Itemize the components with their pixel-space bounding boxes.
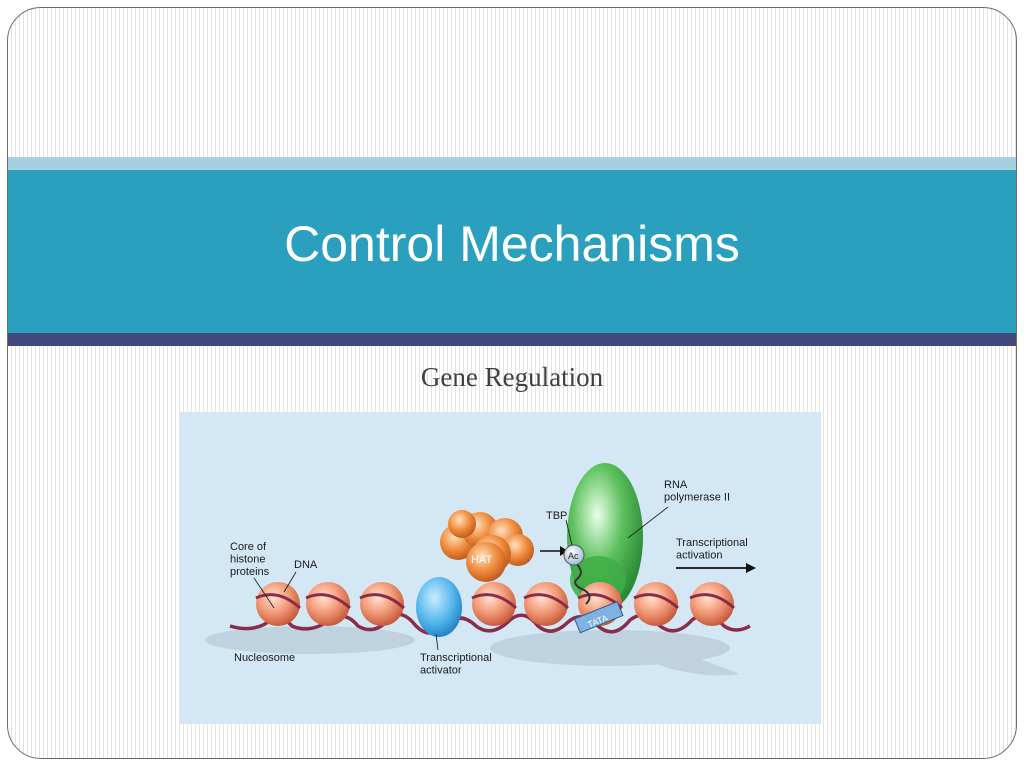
activation-arrowhead [746, 563, 756, 573]
title-band [8, 170, 1016, 333]
ac-marker [563, 544, 585, 566]
slide-subtitle: Gene Regulation [420, 362, 604, 392]
nucleosome [523, 582, 570, 626]
nucleosomes [255, 582, 736, 626]
histone-tail [574, 561, 591, 605]
rna-polymerase-label: RNA polymerase II [664, 479, 730, 504]
leader-lines [253, 506, 669, 651]
shadows [205, 626, 740, 676]
nucleosome [305, 582, 352, 626]
ac-label: Ac [568, 551, 579, 561]
hat-arrowhead [560, 546, 568, 556]
title-band-bottom-stripe [8, 333, 1016, 346]
nucleosome [255, 582, 302, 626]
transcriptional-activator-shape [416, 577, 462, 637]
diagram-svg: Core of histone proteins DNA Nucleosome … [205, 463, 756, 677]
nucleosome [689, 582, 736, 626]
nucleosome [471, 582, 518, 626]
hat-complex [440, 510, 534, 582]
dna-label: DNA [294, 559, 318, 571]
activation-label: Transcriptional activation [676, 537, 751, 562]
nucleosome [359, 582, 406, 626]
activator-label: Transcriptional activator [420, 652, 495, 677]
hat-label: HAT [471, 554, 492, 566]
gene-regulation-diagram: Core of histone proteins DNA Nucleosome … [180, 412, 821, 724]
title-band-top-stripe [8, 157, 1016, 170]
tbp-label: TBP [546, 510, 567, 522]
nucleosome [633, 582, 680, 626]
slide-title: Control Mechanisms [284, 215, 740, 272]
core-histone-label: Core of histone proteins [230, 541, 270, 578]
tata-box [573, 600, 624, 634]
nucleosome-label: Nucleosome [234, 652, 295, 664]
